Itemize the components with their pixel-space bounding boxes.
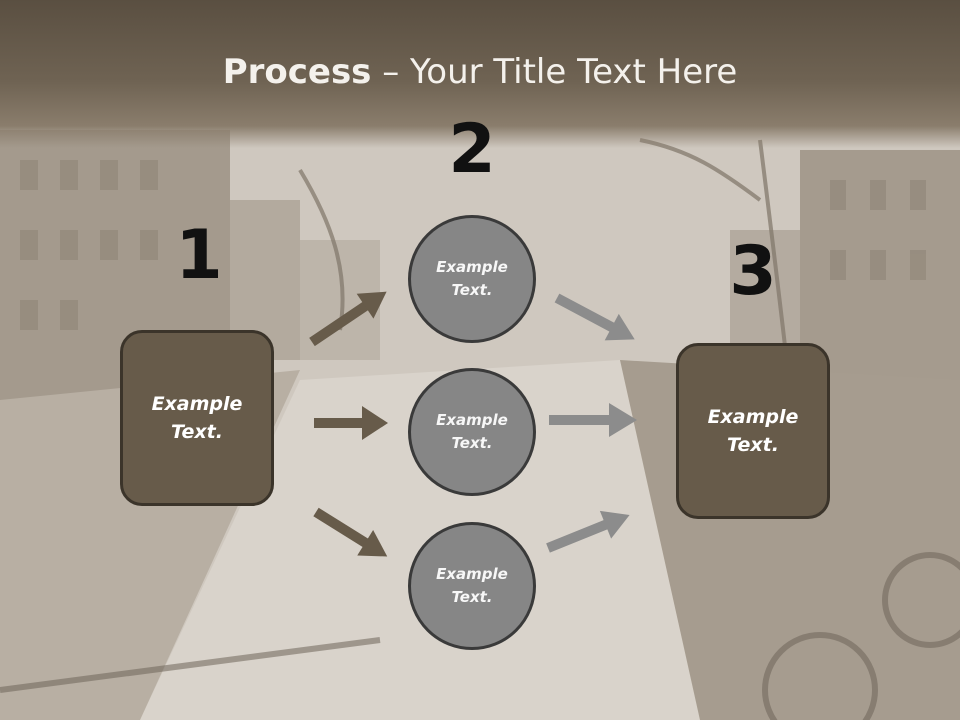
step-number-1: 1 (175, 216, 223, 295)
step-1-box: Example Text. (120, 330, 274, 506)
arrow-to-bottom-circle (313, 507, 388, 557)
arrow-from-bottom-circle (546, 510, 630, 553)
step-number-2: 2 (448, 110, 496, 189)
circle-top-text: Example Text. (436, 257, 508, 299)
title-bold: Process (222, 52, 372, 92)
circle-bottom: Example Text. (408, 522, 536, 650)
step-3-box: Example Text. (676, 343, 830, 519)
circle-bottom-text: Example Text. (436, 564, 508, 606)
circle-top: Example Text. (408, 215, 536, 343)
arrow-from-top-circle (554, 293, 635, 341)
circle-middle-text: Example Text. (436, 410, 508, 452)
circle-middle: Example Text. (408, 368, 536, 496)
slide-title: Process – Your Title Text Here (0, 52, 960, 92)
step-number-3: 3 (729, 232, 777, 311)
title-rest: – Your Title Text Here (371, 52, 738, 92)
title-band (0, 0, 960, 148)
arrow-to-middle-circle (314, 406, 388, 440)
step-3-text: Example Text. (707, 405, 799, 457)
step-1-text: Example Text. (151, 392, 243, 444)
arrow-to-top-circle (309, 291, 387, 347)
arrow-from-middle-circle (549, 403, 637, 437)
